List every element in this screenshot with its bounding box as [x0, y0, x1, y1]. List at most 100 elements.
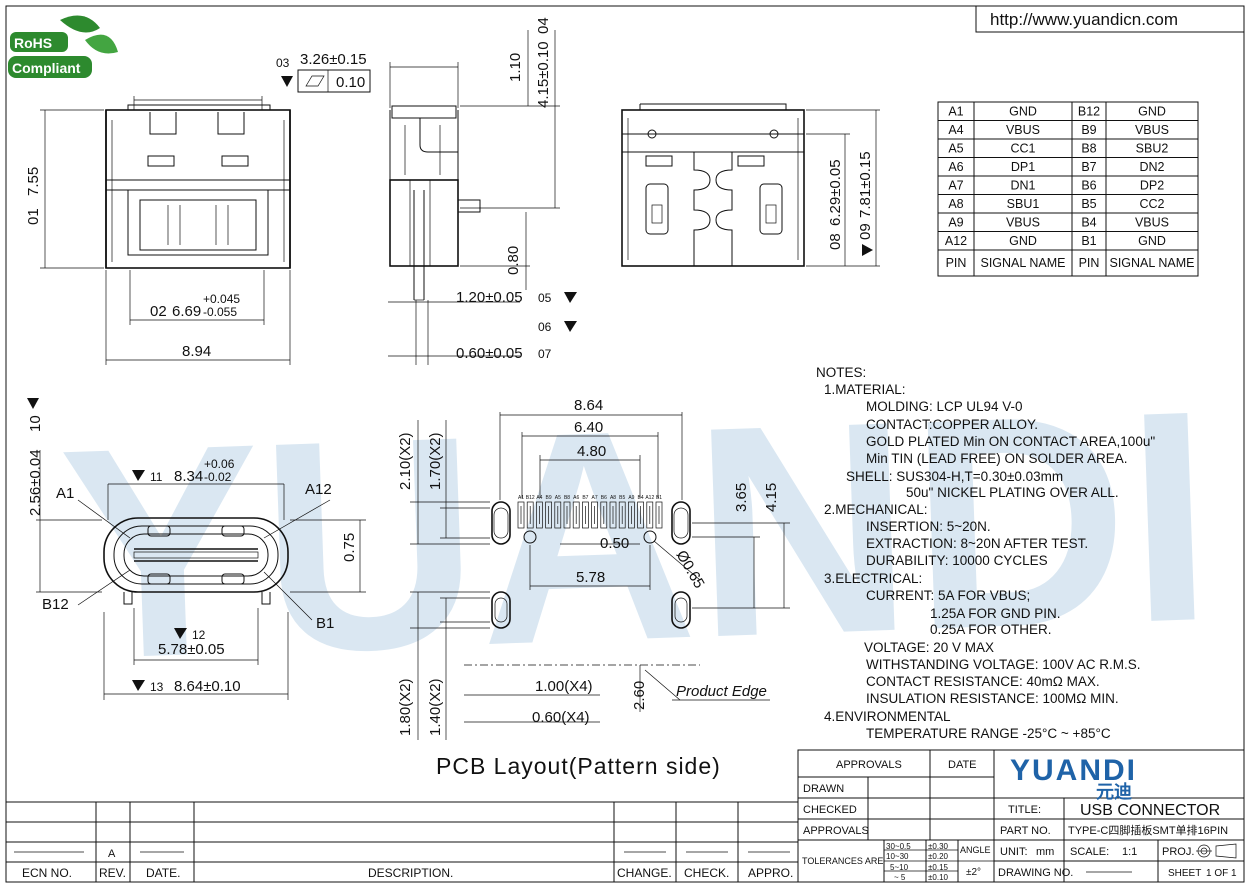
dim-075: 0.75	[341, 533, 358, 562]
dim-02-tol-dn: -0.055	[203, 305, 237, 319]
dim-02-tag: 02	[150, 303, 167, 320]
pin-table-cell: GND	[1138, 105, 1166, 119]
pin-table-cell: DP2	[1140, 179, 1164, 193]
dim-02-tol-up: +0.045	[203, 292, 240, 306]
pcb-dim-260: 2.60	[631, 681, 648, 710]
dim-10-value: 2.56±0.04	[27, 449, 44, 516]
tb-approvals-header: APPROVALS	[836, 759, 902, 771]
pin-table-cell: B6	[1081, 179, 1096, 193]
pcb-pad	[572, 501, 580, 529]
pcb-dim-180: 1.80(X2)	[397, 678, 414, 736]
note-line: 1.25A FOR GND PIN.	[930, 606, 1061, 621]
dim-05-value: 1.20±0.05	[456, 289, 523, 306]
note-line: 0.25A FOR OTHER.	[930, 622, 1052, 637]
pcb-pad-label: A7	[592, 495, 598, 501]
tb-tolerances: TOLERANCES ARE	[802, 856, 883, 866]
dim-04-tag: 04	[535, 17, 552, 34]
dim-11-tol-up: +0.06	[204, 457, 235, 471]
pin-table-cell: CC1	[1010, 142, 1035, 156]
pcb-pad	[563, 501, 571, 529]
note-line: SHELL: SUS304-H,T=0.30±0.03mm	[846, 469, 1063, 484]
rev-header-change: CHANGE.	[617, 866, 672, 880]
website-url: http://www.yuandicn.com	[990, 10, 1178, 29]
tb-approvals: APPROVALS	[803, 825, 869, 837]
pcb-pad	[517, 501, 525, 529]
label-a12: A12	[305, 481, 332, 498]
dim-09-value: 7.81±0.15	[857, 151, 874, 218]
rohs-line1: RoHS	[14, 35, 52, 51]
tb-tol-r4b: ±0.10	[928, 873, 949, 882]
note-line: 1.MATERIAL:	[824, 382, 906, 397]
pcb-dim-365: 3.65	[733, 483, 750, 512]
pcb-dim-640: 6.40	[574, 419, 603, 436]
pcb-pad	[526, 501, 534, 529]
rohs-badge: RoHS Compliant	[8, 15, 118, 78]
pcb-pad-label: A6	[573, 495, 579, 501]
pcb-dim-578: 5.78	[576, 569, 605, 586]
pin-table-header: SIGNAL NAME	[981, 256, 1066, 270]
rev-header-date: DATE.	[146, 866, 180, 880]
tb-tol-r2b: ±0.20	[928, 852, 949, 861]
rev-header-description: DESCRIPTION.	[368, 866, 453, 880]
note-line: 2.MECHANICAL:	[824, 502, 928, 517]
front-view	[105, 96, 291, 269]
dim-12-value: 5.78±0.05	[158, 641, 225, 658]
pcb-pad	[591, 501, 598, 529]
pin-table-cell: B8	[1081, 142, 1096, 156]
pin-table-cell: A12	[945, 234, 967, 248]
tb-tol-r3b: ±0.15	[928, 863, 949, 872]
note-line: Min TIN (LEAD FREE) ON SOLDER AREA.	[866, 451, 1128, 466]
pcb-pad-label: A1	[518, 495, 524, 501]
pcb-pad-label: A4	[536, 495, 542, 501]
pcb-dim-060: 0.60(X4)	[532, 709, 590, 726]
pcb-dim-050: 0.50	[600, 535, 629, 552]
url-box	[975, 5, 1245, 33]
revision-block	[6, 750, 799, 882]
pcb-pad-label: B8	[564, 495, 570, 501]
pcb-layout-title: PCB Layout(Pattern side)	[436, 753, 721, 779]
dim-13-tag: 13	[150, 680, 164, 694]
dim-03-value: 3.26±0.15	[300, 51, 367, 68]
pcb-pad-label: B6	[601, 495, 607, 501]
note-line: CONTACT:COPPER ALLOY.	[866, 417, 1038, 432]
pin-table-cell: DN1	[1010, 179, 1035, 193]
note-line: 4.ENVIRONMENTAL	[824, 709, 951, 724]
projection-symbol-icon	[1196, 843, 1237, 859]
pcb-dim-415: 4.15	[763, 483, 780, 512]
tb-angle: ANGLE	[960, 845, 991, 855]
notes-title: NOTES:	[816, 365, 866, 380]
tb-proj: PROJ.	[1162, 846, 1194, 858]
tb-tol-r4a: ~ 5	[894, 873, 906, 882]
dim-01-tag: 01	[25, 208, 42, 225]
pcb-pad	[600, 501, 608, 529]
tb-part-value: TYPE-C四脚插板SMT单排16PIN	[1068, 823, 1228, 837]
dim-07-tag: 07	[538, 347, 552, 361]
dim-07-value: 0.60±0.05	[456, 345, 523, 362]
notes-block: NOTES:1.MATERIAL:MOLDING: LCP UL94 V-0CO…	[816, 365, 1155, 741]
tb-sheet-value: 1 OF 1	[1206, 868, 1237, 879]
sheet-border	[5, 5, 1245, 883]
dim-03-tag: 03	[276, 56, 290, 70]
dim-11-tag: 11	[150, 470, 163, 484]
dim-08-tag: 08	[827, 233, 844, 250]
dim-01-value: 7.55	[25, 167, 42, 196]
mouth-view	[103, 517, 289, 605]
pin-table-cell: GND	[1009, 234, 1037, 248]
note-line: WITHSTANDING VOLTAGE: 100V AC R.M.S.	[866, 657, 1141, 672]
tb-title-value: USB CONNECTOR	[1080, 802, 1220, 819]
pcb-pad-label: B9	[546, 495, 552, 501]
tb-tol-r2a: 10~30	[886, 852, 909, 861]
pin-table-cell: B5	[1081, 197, 1096, 211]
pcb-pad-label: B5	[619, 495, 625, 501]
note-line: CURRENT: 5A FOR VBUS;	[866, 588, 1030, 603]
product-edge-label: Product Edge	[676, 683, 767, 700]
tb-unit-label: UNIT:	[1000, 846, 1028, 858]
pin-table-cell: A8	[948, 197, 963, 211]
note-line: CONTACT RESISTANCE: 40mΩ MAX.	[866, 674, 1100, 689]
pcb-dim-480: 4.80	[577, 443, 606, 460]
pin-table-cell: B4	[1081, 216, 1096, 230]
tb-drawn: DRAWN	[803, 783, 844, 795]
dim-06-tag: 06	[538, 320, 552, 334]
pcb-pad-label: A8	[610, 495, 616, 501]
